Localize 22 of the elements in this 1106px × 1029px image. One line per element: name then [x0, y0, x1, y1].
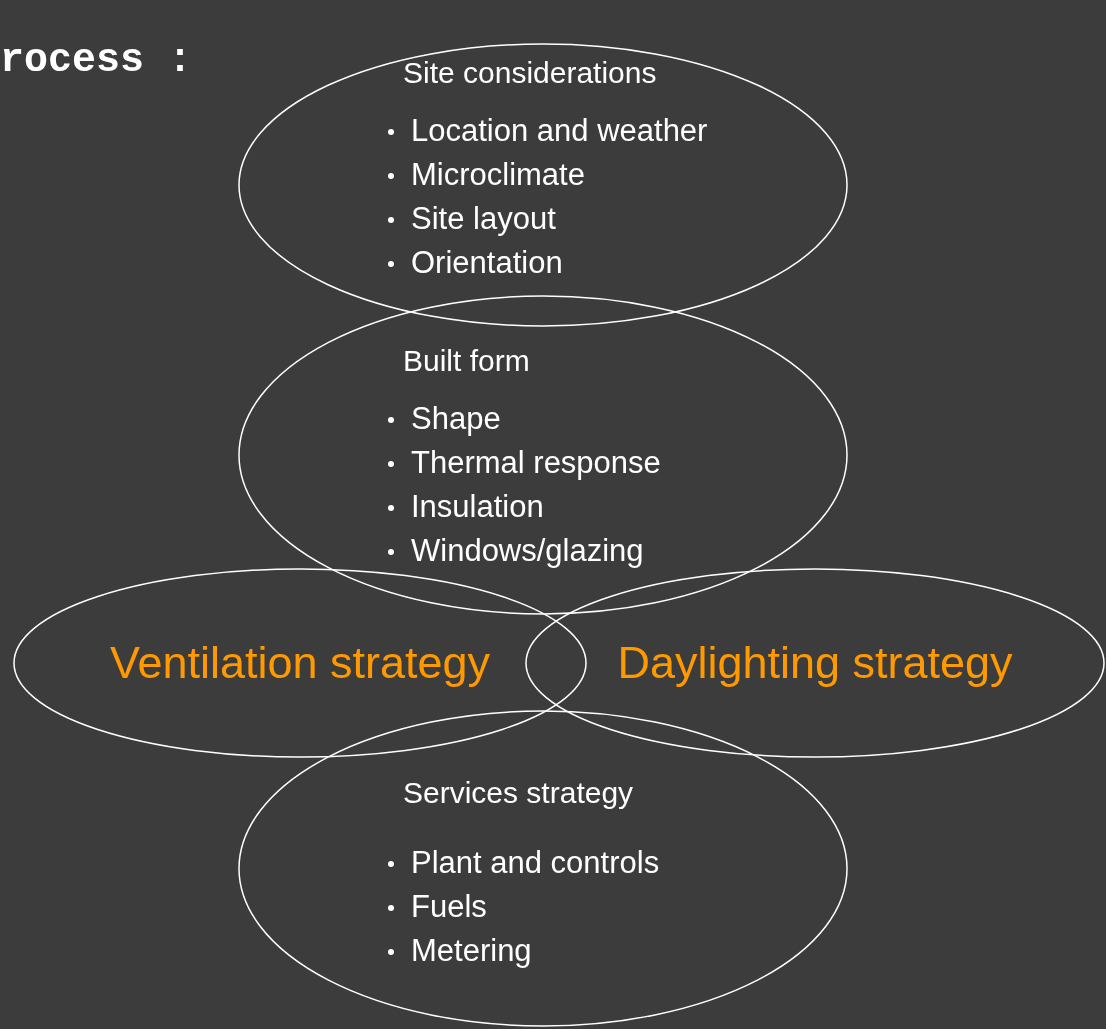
list-item: Location and weather — [411, 113, 708, 149]
heading: Services strategy — [403, 775, 634, 811]
strategy-label: Ventilation strategy — [109, 637, 491, 689]
heading: Built form — [403, 343, 530, 379]
title: rocess : — [0, 38, 193, 83]
strategy-label: Daylighting strategy — [617, 637, 1013, 689]
list-item: Thermal response — [411, 445, 661, 481]
list-item: Windows/glazing — [411, 533, 644, 569]
list-item: Fuels — [411, 889, 487, 925]
ellipse — [13, 568, 587, 758]
list-item: Site layout — [411, 201, 556, 237]
list-item: Microclimate — [411, 157, 585, 193]
list-item: Orientation — [411, 245, 563, 281]
ellipse — [238, 295, 848, 615]
ellipse — [238, 43, 848, 327]
ellipse — [525, 568, 1105, 758]
list-item: Shape — [411, 401, 501, 437]
list-item: Insulation — [411, 489, 544, 525]
list-item: Plant and controls — [411, 845, 660, 881]
ellipse — [238, 710, 848, 1027]
heading: Site considerations — [403, 55, 657, 91]
list-item: Metering — [411, 933, 532, 969]
